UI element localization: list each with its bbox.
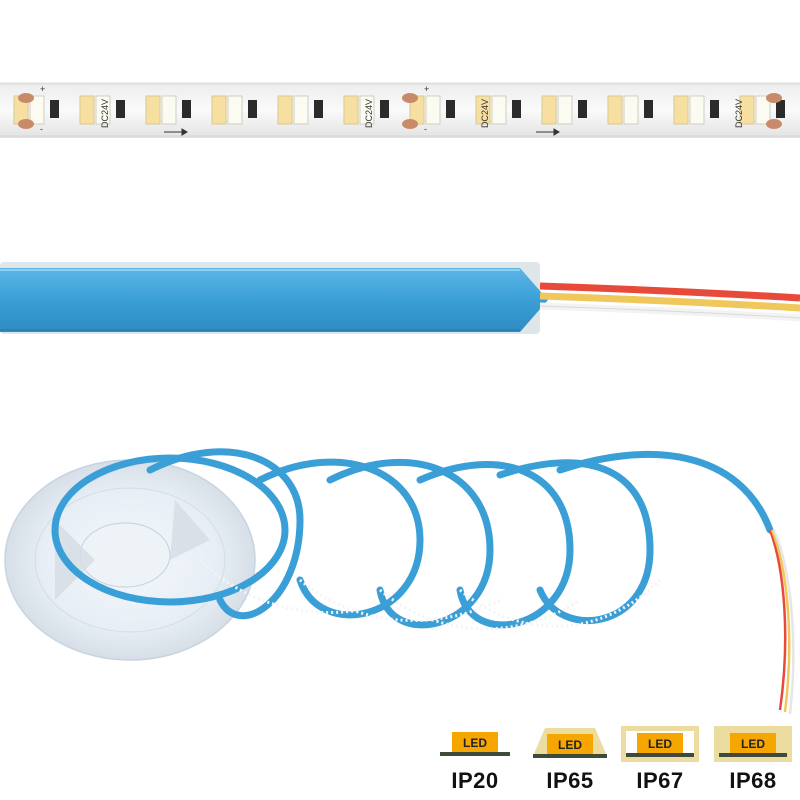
ip67-diagram-icon: LED (621, 726, 699, 762)
ip-rating-label: IP65 (546, 768, 594, 793)
voltage-mark: DC24V (480, 99, 490, 128)
led-chip (673, 95, 719, 125)
voltage-mark: DC24V (100, 99, 110, 128)
led-chip (409, 95, 455, 125)
voltage-mark: DC24V (364, 99, 374, 128)
silicone-sleeve-end (0, 262, 800, 334)
led-chip (211, 95, 257, 125)
ip-rating-ip20: LED IP20 (430, 722, 520, 800)
svg-text:LED: LED (558, 738, 582, 752)
led-chip (79, 95, 125, 125)
led-chip (739, 95, 785, 125)
strip-loops (146, 448, 795, 715)
ip20-diagram-icon: LED (440, 732, 510, 756)
strip-reel (4, 454, 289, 661)
svg-text:LED: LED (463, 736, 487, 750)
ip-rating-ip65: LED IP65 (525, 722, 615, 800)
ip-rating-label: IP20 (451, 768, 499, 793)
led-chip (475, 95, 521, 125)
led-chip (145, 95, 191, 125)
svg-text:LED: LED (741, 737, 765, 751)
voltage-mark: DC24V (734, 99, 744, 128)
minus-mark: - (424, 124, 427, 134)
led-chip (541, 95, 587, 125)
ip65-diagram-icon: LED (533, 728, 607, 758)
minus-mark: - (40, 124, 43, 134)
direction-arrow-icon (164, 128, 560, 136)
led-chip (607, 95, 653, 125)
led-chip (13, 95, 59, 125)
plus-mark: + (40, 84, 45, 94)
ip-rating-ip68: LED IP68 (708, 722, 798, 800)
plus-mark: + (424, 84, 429, 94)
led-chip (277, 95, 323, 125)
product-photo: DC24V DC24V DC24V DC24V + + - - (0, 82, 800, 715)
svg-text:LED: LED (648, 737, 672, 751)
ip-rating-label: IP68 (729, 768, 777, 793)
led-chip (343, 95, 389, 125)
ip-rating-label: IP67 (636, 768, 684, 793)
ip68-diagram-icon: LED (714, 726, 792, 762)
ip-rating-legend: LED IP20 LED IP65 LED IP67 LED IP68 (430, 722, 800, 800)
wires (539, 282, 800, 322)
led-strip-closeup: DC24V DC24V DC24V DC24V + + - - (0, 82, 800, 138)
solder-pads (18, 93, 782, 129)
ip-rating-ip67: LED IP67 (615, 722, 705, 800)
